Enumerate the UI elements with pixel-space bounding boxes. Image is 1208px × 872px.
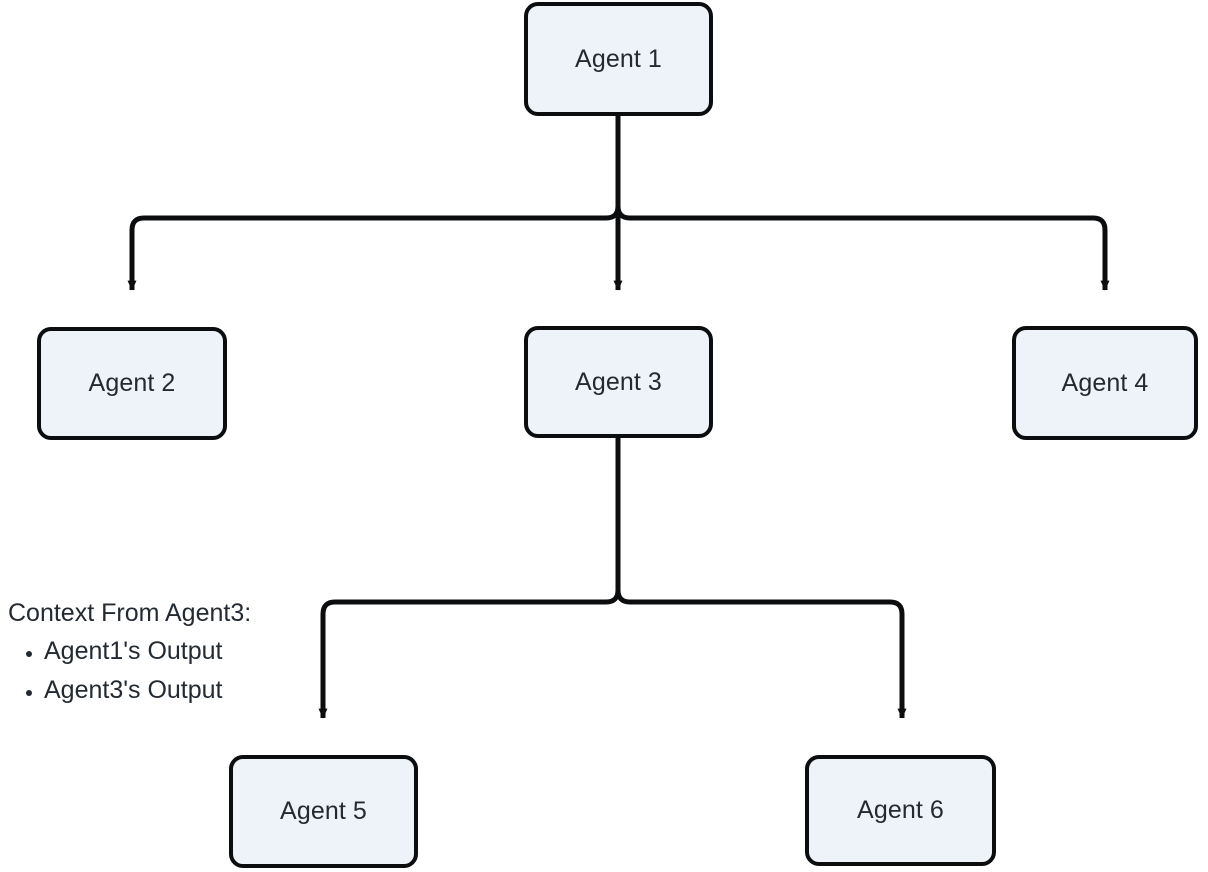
context-annotation: Context From Agent3: Agent1's Output Age… xyxy=(8,598,251,710)
node-agent1-label: Agent 1 xyxy=(575,44,662,73)
context-annotation-item: Agent1's Output xyxy=(44,632,251,671)
node-agent5-label: Agent 5 xyxy=(280,797,367,825)
node-agent2[interactable]: Agent 2 xyxy=(37,327,227,440)
edge-agent1-agent4 xyxy=(615,205,1110,291)
node-agent5[interactable]: Agent 5 xyxy=(229,755,418,868)
node-agent2-label: Agent 2 xyxy=(88,369,176,397)
node-agent6-label: Agent 6 xyxy=(857,796,944,824)
context-annotation-item: Agent3's Output xyxy=(44,671,251,710)
context-annotation-title: Context From Agent3: xyxy=(8,599,252,627)
node-agent4-label: Agent 4 xyxy=(1061,368,1149,397)
edge-agent3-agent5 xyxy=(318,589,621,719)
edge-agent1-agent2 xyxy=(127,205,621,291)
node-agent6[interactable]: Agent 6 xyxy=(805,755,996,866)
node-agent3[interactable]: Agent 3 xyxy=(524,326,713,438)
edge-agent3-agent6 xyxy=(615,589,907,719)
node-agent4[interactable]: Agent 4 xyxy=(1012,326,1198,440)
node-agent3-label: Agent 3 xyxy=(575,367,662,396)
context-annotation-list: Agent1's Output Agent3's Output xyxy=(8,632,251,710)
node-agent1[interactable]: Agent 1 xyxy=(524,2,713,116)
